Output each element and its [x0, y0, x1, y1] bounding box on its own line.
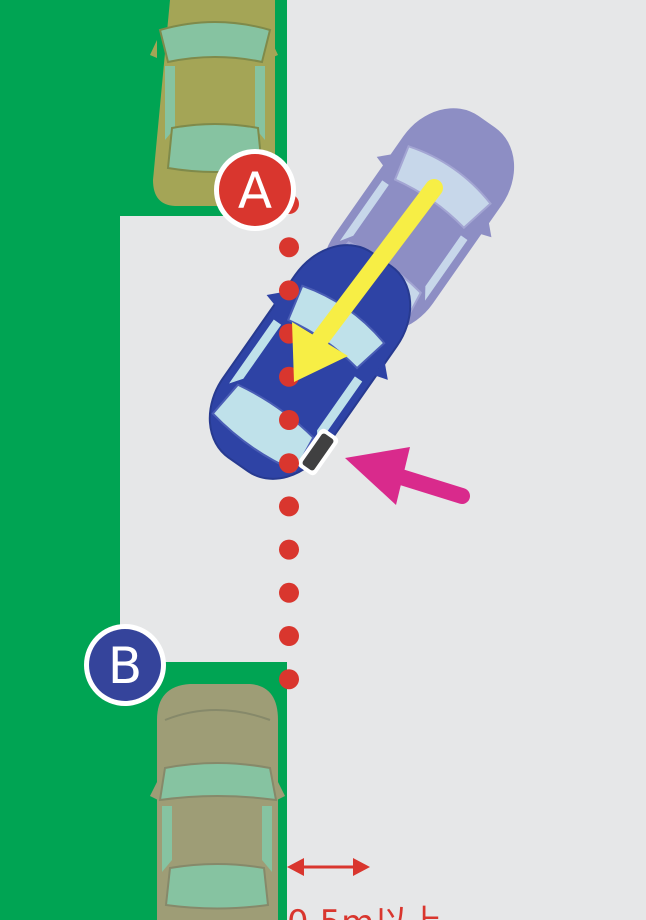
point-b-marker: B: [84, 624, 166, 706]
guide-dot: [279, 582, 299, 603]
guide-dot: [279, 410, 299, 430]
distance-label: 0.5m以上: [287, 903, 442, 920]
guide-dot: [279, 280, 299, 301]
guide-dot: [279, 237, 299, 258]
guide-dot: [279, 496, 299, 517]
side-mirror-icon: [297, 428, 339, 476]
parked-car-rear: [150, 684, 285, 920]
point-a-marker: A: [214, 149, 296, 231]
guide-dot: [279, 669, 299, 690]
yellow-direction-arrow: [292, 179, 443, 382]
guide-dot: [279, 626, 299, 646]
magenta-pointer-arrow: [345, 447, 470, 505]
guide-dot: [279, 539, 299, 560]
point-a-label: A: [238, 162, 272, 220]
point-b-label: B: [108, 637, 142, 695]
double-headed-arrow: [287, 858, 370, 876]
guide-dot: [279, 453, 299, 474]
